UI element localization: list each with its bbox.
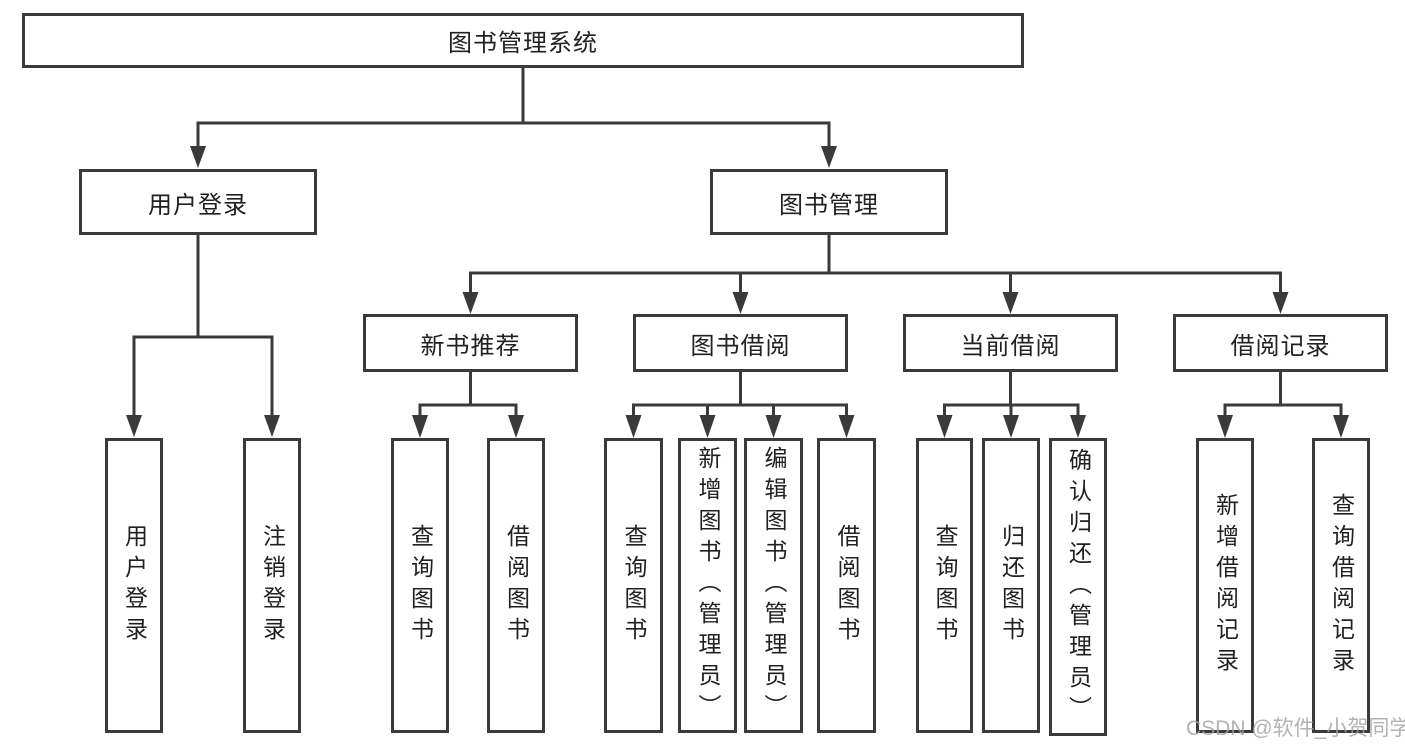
leaf-nb-borrow-books: 借阅图书 [487,438,545,733]
leaf-br-query-record: 查询借阅记录 [1312,438,1370,733]
leaf-label: 注销登录 [259,523,286,648]
leaf-bb-borrow-books: 借阅图书 [817,438,876,733]
leaf-label: 查询借阅记录 [1328,492,1355,679]
leaf-logout-login: 注销登录 [243,438,301,733]
leaf-label: 新增图书（管理员） [695,446,721,725]
leaf-label: 编辑图书（管理员） [761,446,787,725]
node-current-borrowing: 当前借阅 [903,314,1118,372]
leaf-label: 借阅图书 [503,523,530,648]
connector-records-to-leaves [1217,372,1349,438]
node-label: 图书借阅 [690,332,791,360]
connector-root-to-level2 [190,68,837,168]
leaf-label: 查询图书 [621,523,647,648]
node-label: 图书管理 [779,191,879,219]
leaf-br-add-record: 新增借阅记录 [1196,438,1254,733]
node-library-management-system: 图书管理系统 [22,13,1024,68]
leaf-label: 查询图书 [932,523,958,648]
leaf-label: 确认归还（管理员） [1065,447,1092,727]
leaf-nb-query-books: 查询图书 [391,438,449,733]
leaf-cb-confirm-return-admin: 确认归还（管理员） [1049,438,1107,736]
leaf-label: 归还图书 [998,523,1025,648]
node-borrowing-records: 借阅记录 [1173,314,1388,372]
leaf-label: 查询图书 [407,523,434,648]
leaf-user-login: 用户登录 [105,438,163,733]
node-new-book-recommend: 新书推荐 [363,314,578,372]
node-user-login: 用户登录 [79,169,317,235]
leaf-label: 用户登录 [121,523,148,648]
connector-bookmgmt-to-level3 [462,235,1289,314]
leaf-bb-add-books-admin: 新增图书（管理员） [678,438,737,733]
csdn-watermark: CSDN @软件_小贺同学 [1186,717,1405,740]
leaf-bb-edit-books-admin: 编辑图书（管理员） [744,438,803,733]
leaf-cb-return-books: 归还图书 [982,438,1040,733]
node-label: 当前借阅 [960,332,1061,360]
node-label: 新书推荐 [420,332,521,360]
node-book-borrowing: 图书借阅 [633,314,848,372]
connector-userlogin-to-leaves [126,235,280,437]
leaf-label: 借阅图书 [834,523,860,648]
connector-current-to-leaves [936,372,1086,438]
node-label: 借阅记录 [1230,332,1331,360]
connector-newbook-to-leaves [412,372,524,438]
leaf-bb-query-books: 查询图书 [604,438,663,733]
leaf-label: 新增借阅记录 [1212,492,1239,679]
node-book-management: 图书管理 [710,169,948,235]
node-label: 图书管理系统 [448,30,598,57]
node-label: 用户登录 [148,191,248,219]
leaf-cb-query-books: 查询图书 [916,438,973,733]
connector-borrowing-to-leaves [625,372,855,438]
